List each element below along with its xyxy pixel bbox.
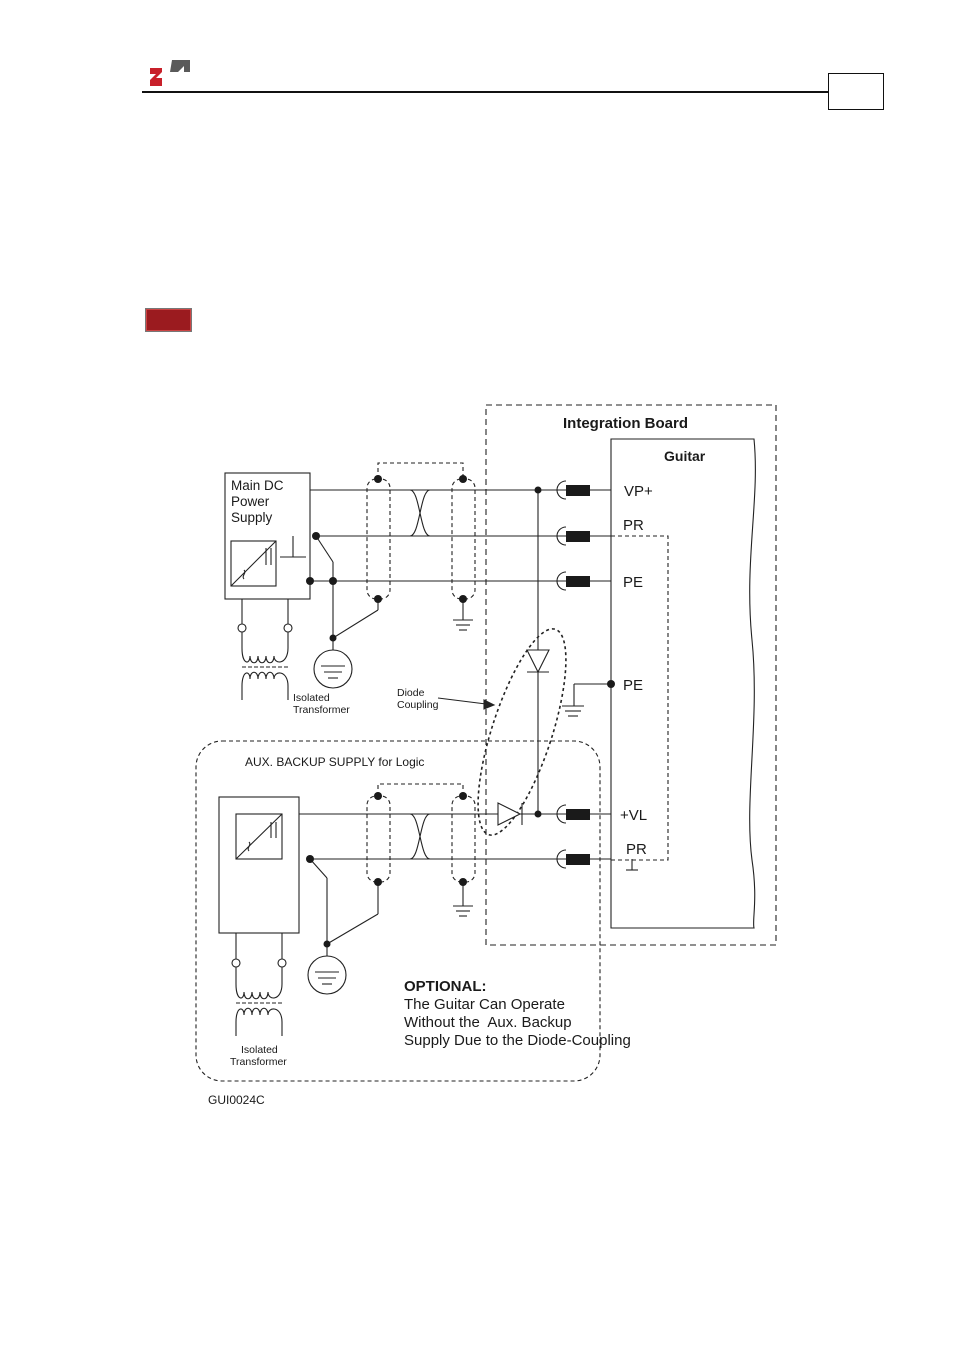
terminal-vl-plus: +VL: [620, 807, 647, 824]
transformer-top-line1: Isolated: [293, 692, 330, 704]
aux-supply-label: AUX. BACKUP SUPPLY for Logic: [245, 755, 424, 769]
terminal-pr-bottom: PR: [626, 841, 647, 858]
terminal-vp-plus: VP+: [624, 483, 653, 500]
terminal-pr-top: PR: [623, 517, 644, 534]
transformer-top-line2: Transformer: [293, 704, 350, 716]
transformer-bottom-line1: Isolated: [241, 1044, 278, 1056]
transformer-bottom-line2: Transformer: [230, 1056, 287, 1068]
aux-supply-box: [219, 797, 299, 933]
optional-line1: The Guitar Can Operate: [404, 996, 565, 1013]
terminal-pe-mid: PE: [623, 677, 643, 694]
diode-coupling-line2: Coupling: [397, 699, 439, 711]
main-supply-line3: Supply: [231, 510, 273, 525]
guitar-label: Guitar: [664, 448, 706, 464]
main-supply-line2: Power: [231, 494, 270, 509]
diode-coupling-line1: Diode: [397, 687, 425, 699]
optional-title: OPTIONAL:: [404, 978, 487, 995]
main-supply-line1: Main DC: [231, 478, 284, 493]
figure-code: GUI0024C: [208, 1093, 265, 1107]
optional-line3: Supply Due to the Diode-Coupling: [404, 1032, 631, 1049]
integration-board-label: Integration Board: [563, 415, 688, 432]
terminal-pe-top: PE: [623, 574, 643, 591]
optional-line2: Without the Aux. Backup: [404, 1014, 572, 1031]
